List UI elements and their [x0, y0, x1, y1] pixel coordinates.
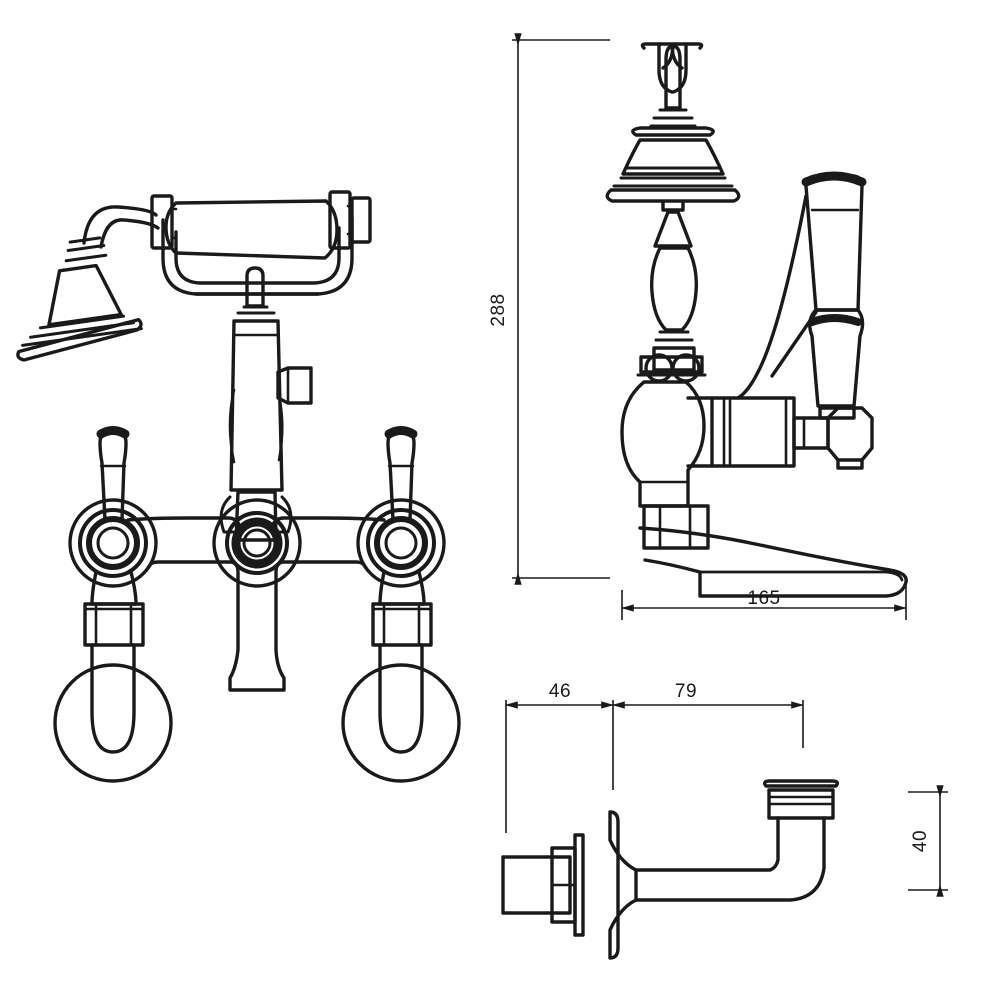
diverter-riser: [219, 266, 313, 542]
dimension-40: [908, 785, 948, 897]
shower-handset-side: [605, 42, 741, 203]
handset-cradle: [161, 216, 354, 296]
left-rosette: [68, 498, 158, 588]
left-lever-handle: [96, 426, 130, 522]
shower-rose: [16, 236, 143, 362]
dimension-46-79-group: [505, 700, 804, 833]
dimension-165-label: 165: [747, 588, 780, 609]
dimension-46-label: 46: [549, 681, 571, 702]
shower-hose: [82, 205, 160, 249]
left-wall-flange: [53, 643, 173, 783]
centre-spout-body: [126, 516, 386, 692]
lever-handle-side: [736, 171, 867, 420]
union-tail: [501, 855, 572, 915]
dimension-40-label: 40: [910, 830, 931, 852]
dimension-79-label: 79: [675, 681, 697, 702]
right-wall-flange: [341, 643, 461, 783]
centre-rosette: [212, 498, 302, 588]
diverter-knob: [276, 366, 313, 405]
dimension-288: [512, 33, 610, 585]
union-elbow-tube: [634, 816, 826, 902]
union-collar: [762, 779, 840, 820]
right-rosette: [356, 498, 446, 588]
dimension-165: [621, 584, 907, 620]
valve-body: [620, 353, 874, 550]
union-flange: [573, 810, 638, 960]
handset-cradle-side: [653, 201, 693, 248]
side-view: [605, 42, 908, 598]
right-hex-nut: [371, 602, 433, 647]
left-hex-nut: [83, 602, 145, 647]
right-handle-assembly: [341, 426, 461, 783]
right-lever-handle: [384, 426, 418, 522]
union-view: [501, 779, 840, 960]
left-handle-assembly: [53, 426, 173, 783]
front-view: [16, 190, 461, 783]
handset-barrel-side: [649, 246, 699, 372]
dimension-288-label: 288: [488, 293, 509, 326]
spout-side: [638, 526, 908, 598]
